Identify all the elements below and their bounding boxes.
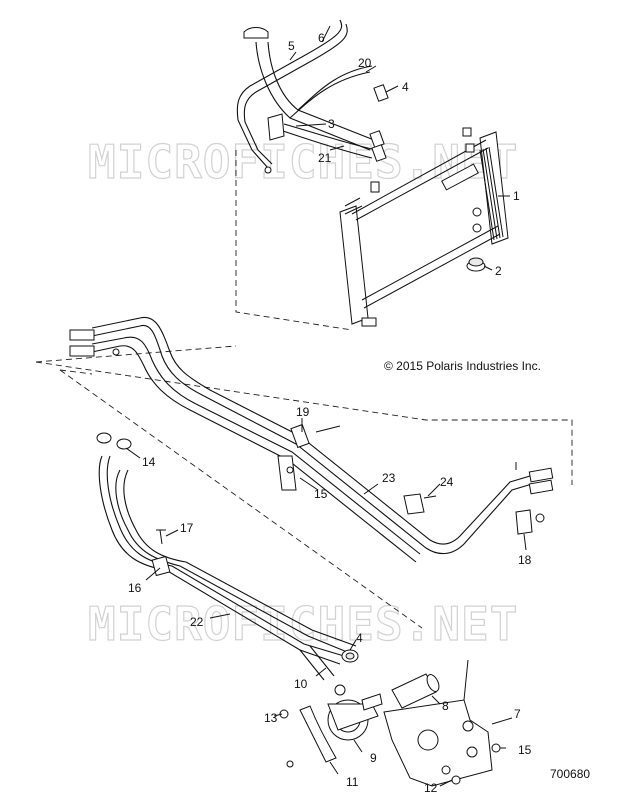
bracket-11 [299, 705, 337, 763]
callout-17: 17 [180, 521, 194, 535]
leader-lines [125, 25, 527, 787]
callout-10: 10 [294, 677, 308, 691]
callout-13: 13 [264, 711, 278, 725]
radiator [339, 127, 509, 327]
callout-22: 22 [190, 615, 204, 629]
callout-15-lower: 15 [518, 743, 532, 757]
callout-15-upper: 15 [314, 487, 328, 501]
leader-dashes [35, 150, 573, 629]
mounting-plate-7 [383, 659, 493, 787]
callout-24: 24 [440, 475, 454, 489]
watermark-bottom: MICROFICHES.NET [88, 597, 518, 651]
callout-4-upper: 4 [402, 80, 409, 94]
callout-23: 23 [382, 471, 396, 485]
callout-5: 5 [288, 39, 295, 53]
callout-21: 21 [318, 151, 332, 165]
callout-2: 2 [495, 264, 502, 278]
callout-6: 6 [318, 31, 325, 45]
hose-8 [391, 673, 440, 709]
bracket-18 [515, 462, 545, 535]
clip-19 [290, 423, 341, 449]
callout-7: 7 [514, 707, 521, 721]
nut-12 [451, 775, 461, 785]
grommet [466, 257, 486, 272]
callout-12: 12 [424, 781, 438, 795]
coolant-tube-23 [69, 316, 554, 563]
water-pump-9 [327, 684, 383, 741]
callout-1: 1 [513, 189, 520, 203]
clamp-4-lower [341, 649, 359, 663]
callout-20: 20 [358, 56, 372, 70]
callout-numbers: 1 2 3 4 5 6 20 21 19 14 15 23 24 17 18 1… [128, 31, 532, 795]
callout-16: 16 [128, 581, 142, 595]
nut-15-lower [491, 743, 501, 753]
callout-8: 8 [442, 699, 449, 713]
upper-hoses [236, 19, 389, 174]
callout-14: 14 [142, 455, 156, 469]
bolt-misc [286, 760, 294, 768]
callout-9: 9 [370, 751, 377, 765]
bracket-15-upper [277, 455, 297, 491]
copyright-text: © 2015 Polaris Industries Inc. [384, 359, 541, 373]
callout-19: 19 [296, 405, 310, 419]
callout-4-lower: 4 [356, 631, 363, 645]
callout-18: 18 [518, 553, 532, 567]
callout-3: 3 [328, 117, 335, 131]
drawing-number: 700680 [550, 767, 590, 781]
clip-24 [403, 493, 437, 515]
callout-11: 11 [346, 775, 359, 789]
clamp-14 [96, 432, 132, 450]
